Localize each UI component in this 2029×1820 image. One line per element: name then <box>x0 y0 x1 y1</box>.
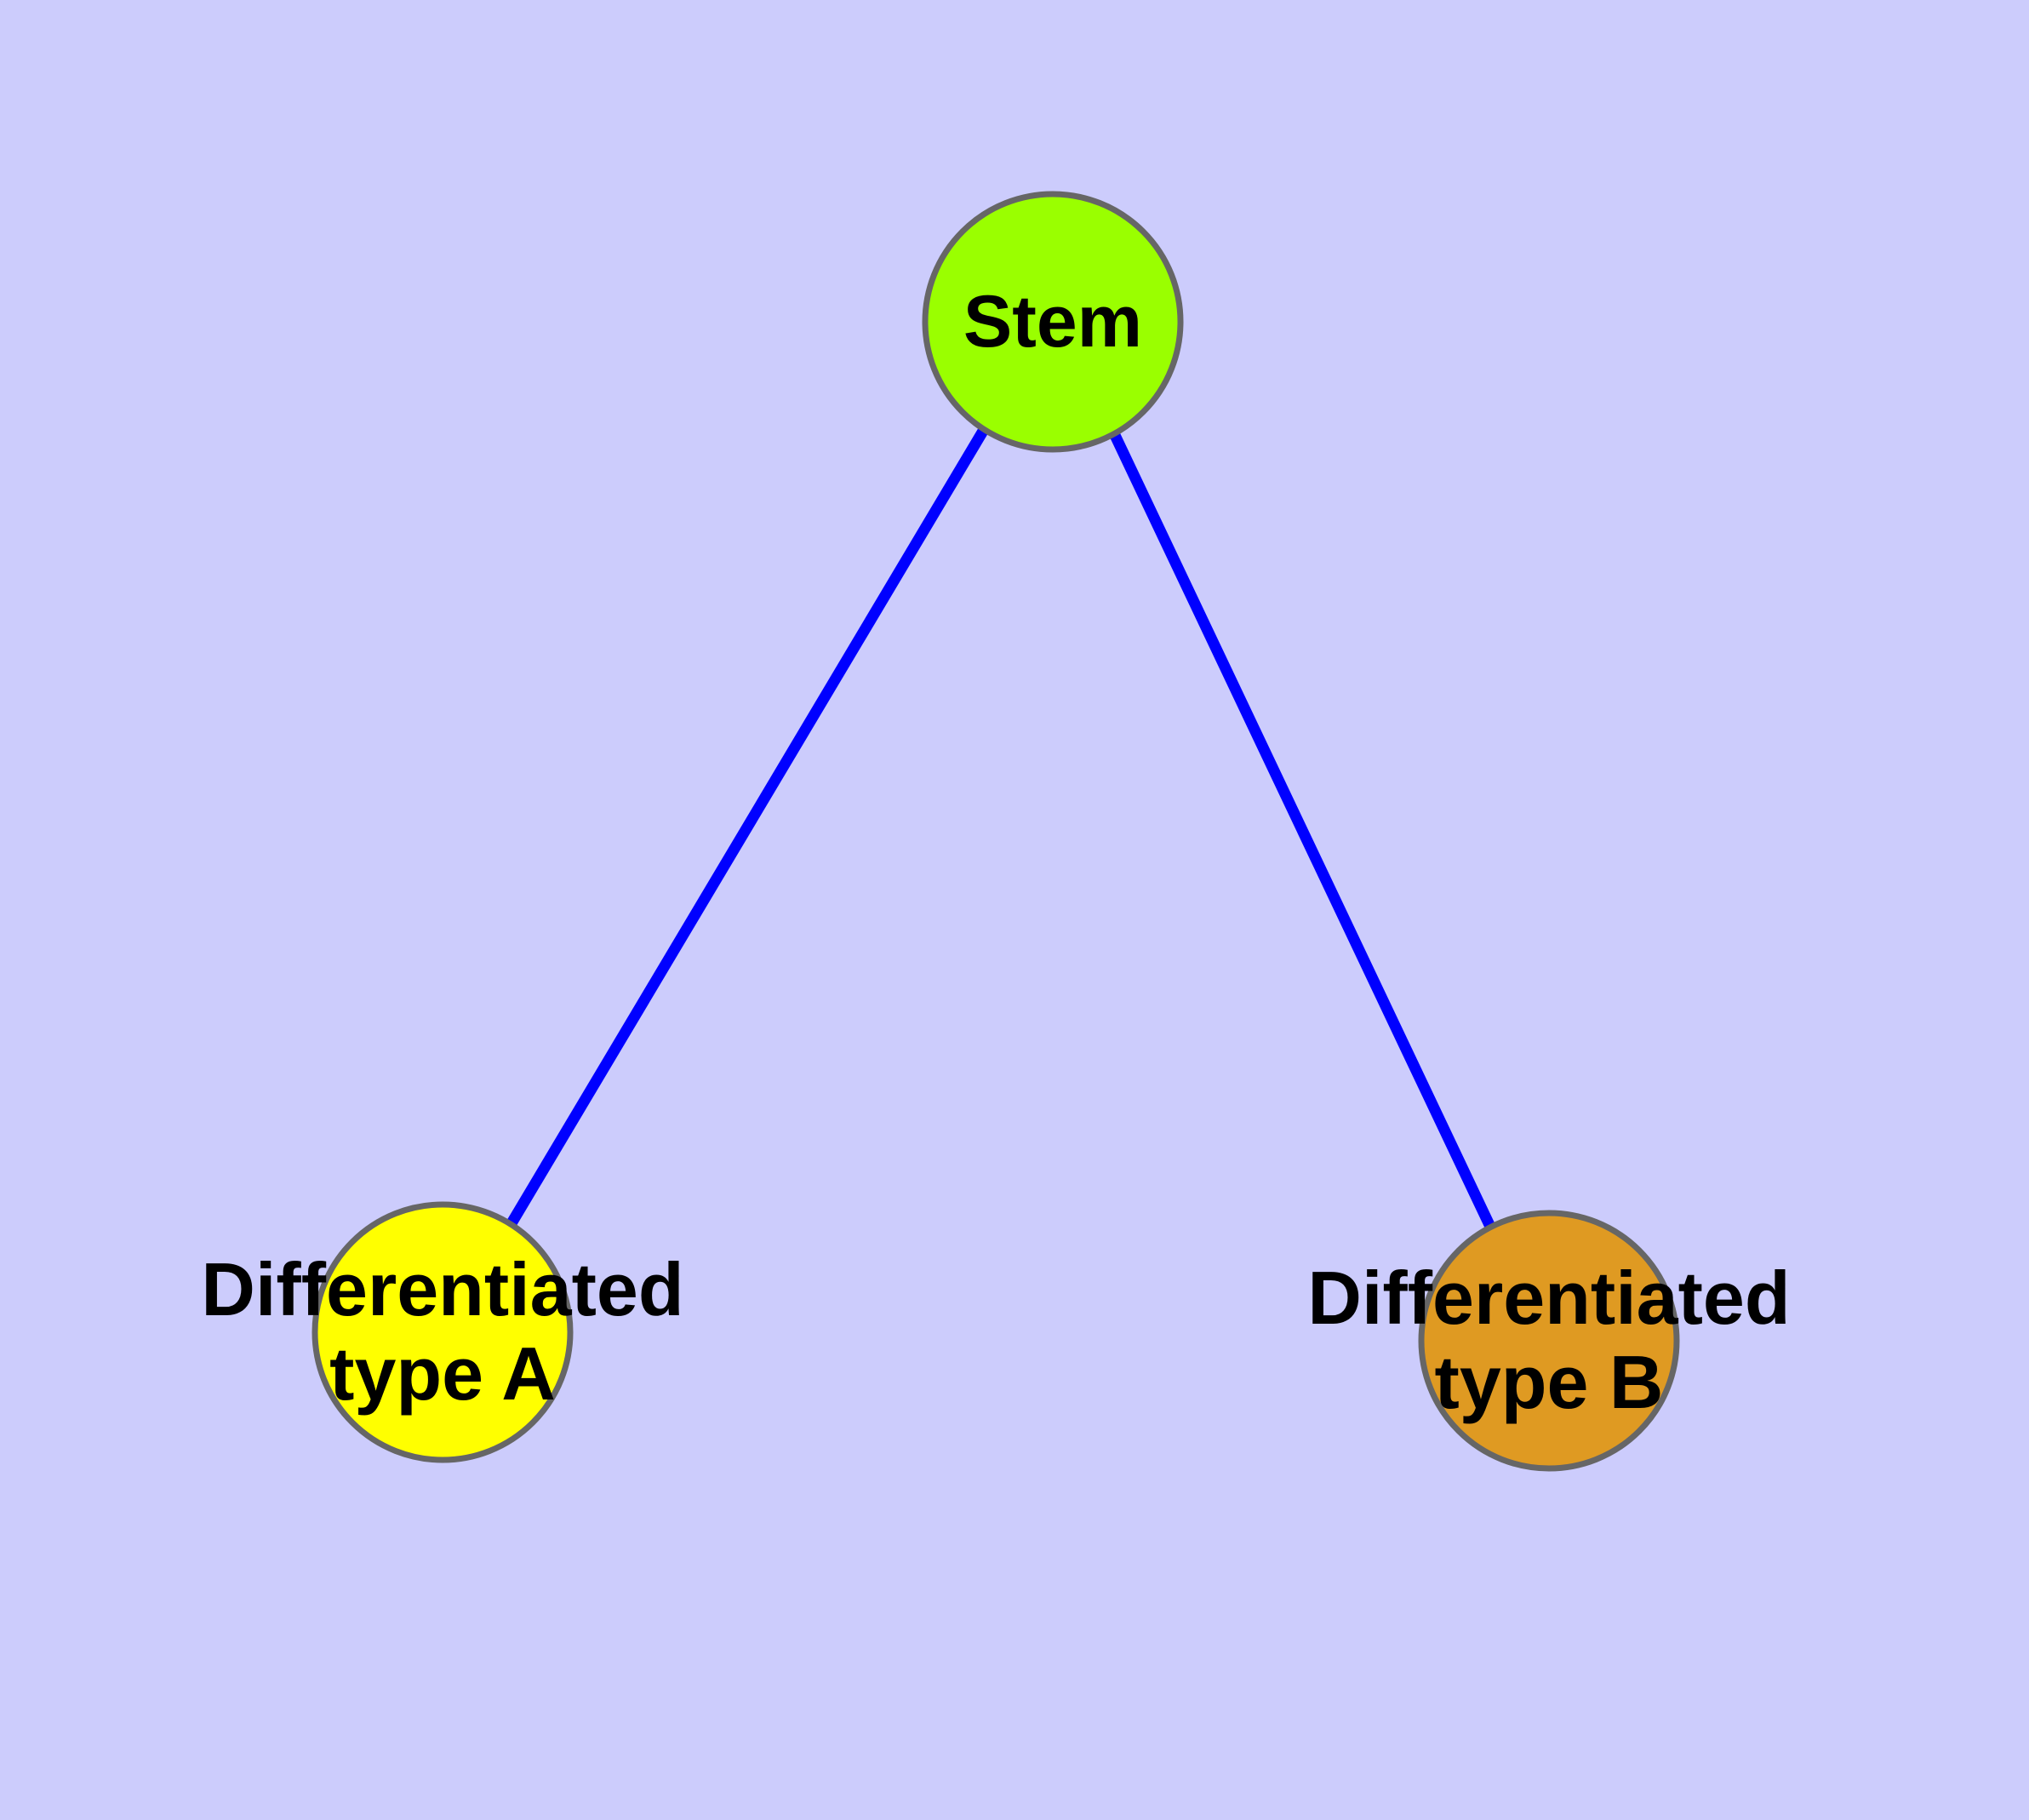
edge-layer <box>506 425 1495 1229</box>
node-circle-diff-a[interactable] <box>311 1201 574 1463</box>
edge-stem-to-diff-a[interactable] <box>506 425 990 1227</box>
node-circle-diff-b[interactable] <box>1418 1210 1680 1472</box>
node-circle-stem[interactable] <box>922 191 1184 453</box>
node-layer <box>311 191 1680 1472</box>
edge-stem-to-diff-b[interactable] <box>1108 429 1495 1229</box>
